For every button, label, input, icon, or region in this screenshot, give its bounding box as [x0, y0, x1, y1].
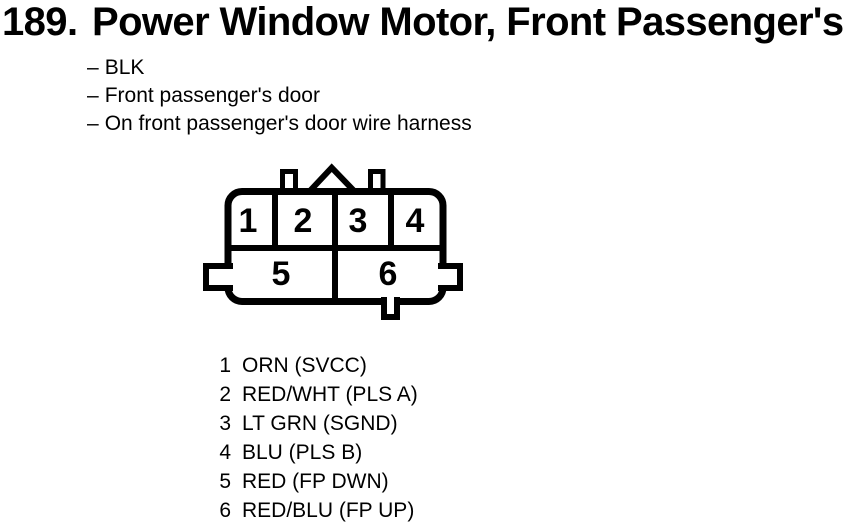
pin-wire-label: RED/BLU (FP UP) [242, 499, 415, 522]
pin-legend: 1 ORN (SVCC) 2 RED/WHT (PLS A) 3 LT GRN … [218, 351, 418, 525]
detail-text: BLK [104, 56, 145, 79]
pin-row: 3 LT GRN (SGND) [218, 409, 418, 438]
pin-row: 2 RED/WHT (PLS A) [218, 380, 418, 409]
connector-peak [304, 163, 360, 197]
connector-bottom-tab [381, 297, 400, 320]
cavity-label-5: 5 [272, 255, 291, 293]
detail-line-location: – Front passenger's door [87, 82, 472, 110]
pin-number: 3 [219, 412, 231, 435]
detail-list: – BLK – Front passenger's door – On fron… [87, 54, 472, 138]
pin-number: 2 [219, 383, 231, 406]
pin-number: 6 [219, 499, 231, 522]
connector-side-tab-left [203, 263, 233, 291]
cavity-label-4: 4 [406, 202, 425, 240]
pin-number: 1 [219, 354, 231, 377]
item-number: 189. [2, 0, 78, 44]
cavity-label-1: 1 [239, 202, 258, 240]
dash-bullet: – [87, 112, 99, 135]
page-title: 189. Power Window Motor, Front Passenger… [2, 1, 844, 43]
cavity-label-3: 3 [349, 202, 368, 240]
detail-line-harness: – On front passenger's door wire harness [87, 110, 472, 138]
pin-wire-label: BLU (PLS B) [242, 441, 363, 464]
item-title: Power Window Motor, Front Passenger's [92, 0, 844, 44]
detail-line-color: – BLK [87, 54, 472, 82]
connector-side-tab-right [438, 263, 463, 291]
connector-diagram: 1 2 3 4 5 6 [203, 163, 463, 320]
pin-row: 5 RED (FP DWN) [218, 467, 418, 496]
dash-bullet: – [87, 56, 99, 79]
detail-text: On front passenger's door wire harness [104, 112, 472, 135]
pin-row: 1 ORN (SVCC) [218, 351, 418, 380]
pin-number: 4 [219, 441, 231, 464]
cavity-label-6: 6 [379, 255, 398, 293]
cavity-label-2: 2 [294, 202, 313, 240]
dash-bullet: – [87, 84, 99, 107]
pin-wire-label: ORN (SVCC) [242, 354, 367, 377]
pin-number: 5 [219, 470, 231, 493]
pin-wire-label: LT GRN (SGND) [242, 412, 398, 435]
pin-wire-label: RED/WHT (PLS A) [242, 383, 418, 406]
pin-row: 4 BLU (PLS B) [218, 438, 418, 467]
pin-row: 6 RED/BLU (FP UP) [218, 496, 418, 525]
pin-wire-label: RED (FP DWN) [242, 470, 389, 493]
detail-text: Front passenger's door [104, 84, 320, 107]
